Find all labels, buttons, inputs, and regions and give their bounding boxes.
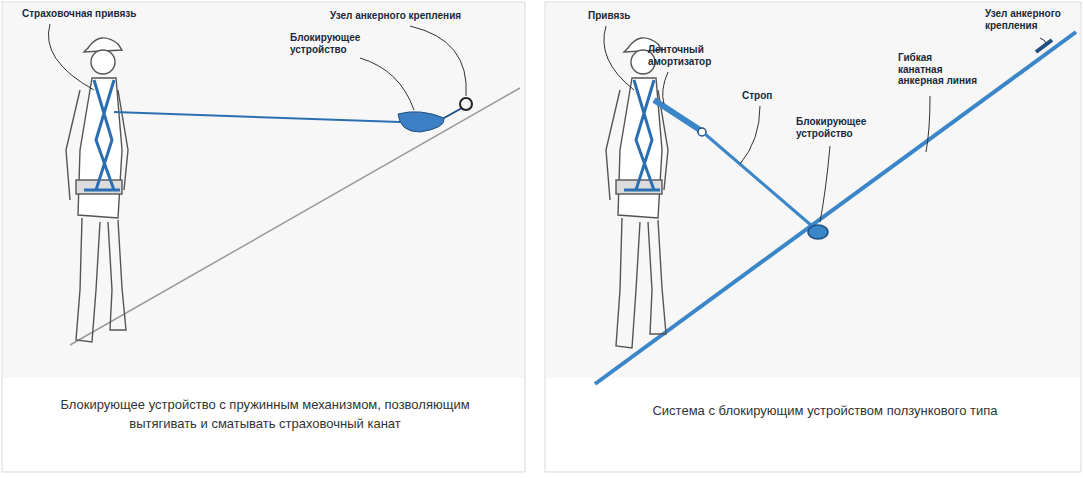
part-label: Узел анкерного крепления <box>985 8 1075 31</box>
part-label: Строп <box>742 90 792 102</box>
part-label: Блокирующее устройство <box>290 32 380 55</box>
part-label: Блокирующее устройство <box>796 116 891 139</box>
caption-text: Система с блокирующим устройством ползун… <box>590 402 1060 421</box>
safety-harness <box>624 80 660 190</box>
shock-absorber <box>654 100 700 130</box>
right-panel <box>545 2 1081 472</box>
anchor-point <box>460 98 472 110</box>
leader-line <box>48 24 466 110</box>
slider-locking-device <box>808 225 828 239</box>
leader-line <box>604 26 1046 222</box>
caption-ground <box>546 378 1080 471</box>
locking-device <box>398 112 444 132</box>
worker-figure <box>66 38 128 342</box>
anchor-point <box>1036 40 1052 52</box>
anchor-line <box>595 32 1076 384</box>
part-label: Ленточный амортизатор <box>648 44 738 67</box>
lanyard <box>705 134 812 226</box>
roof-slope <box>70 88 520 345</box>
retractable-lifeline <box>114 112 400 122</box>
left-panel <box>2 2 525 472</box>
part-label: Узел анкерного крепления <box>330 10 480 22</box>
caption-ground <box>3 378 524 471</box>
caption-text: Блокирующее устройство с пружинным механ… <box>30 396 500 434</box>
connector <box>444 108 462 118</box>
worker-figure <box>606 38 668 348</box>
safety-harness <box>84 80 120 190</box>
part-label: Гибкая канатная анкерная линия <box>898 52 978 87</box>
part-label: Привязь <box>588 10 658 22</box>
part-label: Страховочная привязь <box>22 8 152 20</box>
